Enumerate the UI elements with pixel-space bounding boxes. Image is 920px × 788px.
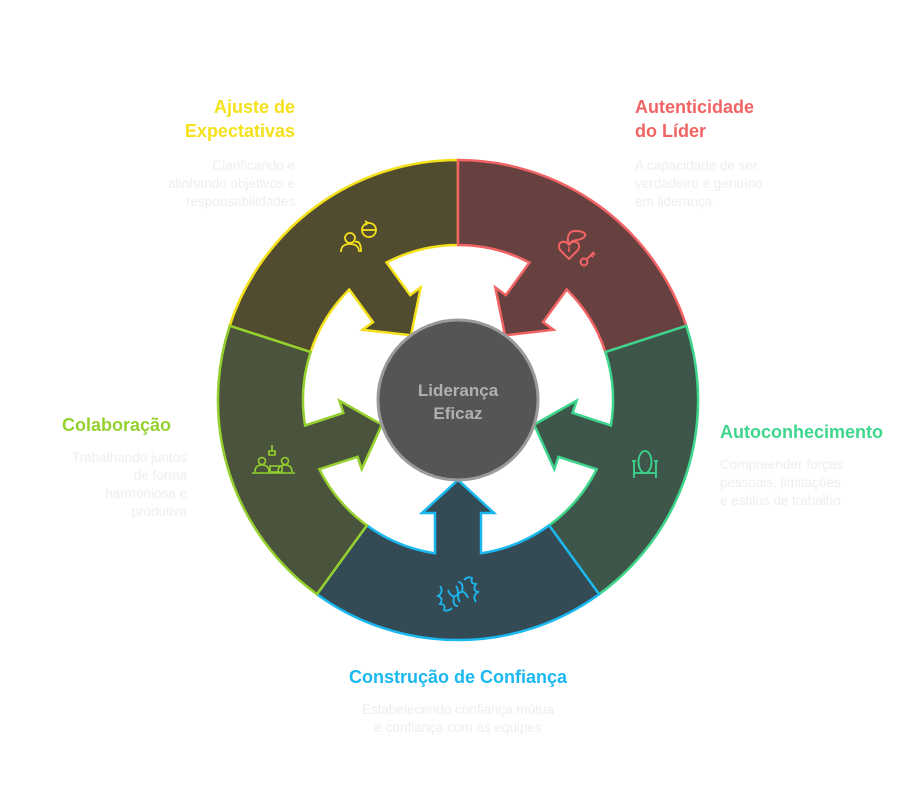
- label-ajuste-de-expectativas: Ajuste de Expectativas Clarificando e al…: [120, 95, 295, 211]
- segment-description: Compreender forças pessoais, limitações …: [720, 456, 920, 510]
- label-autenticidade-do-lider: Autenticidade do Líder A capacidade de s…: [635, 95, 835, 211]
- segment-description: A capacidade de ser verdadeiro e genuíno…: [635, 157, 835, 211]
- segment-construcao: [315, 478, 601, 642]
- team-meeting-icon: [252, 445, 295, 474]
- person-with-rotating-goal-icon: [340, 220, 377, 253]
- description-line: em liderança: [635, 194, 713, 209]
- title-line: do Líder: [635, 121, 706, 141]
- title-line: Colaboração: [62, 415, 172, 435]
- label-colaboracao: Colaboração Trabalhando juntos de forma …: [30, 413, 187, 521]
- title-line: Expectativas: [184, 121, 295, 141]
- title-line: Autenticidade: [635, 97, 755, 117]
- segment-description: Estabelecendo confiança mútua e confianç…: [300, 701, 616, 737]
- description-line: e confiança com as equipes: [374, 720, 542, 735]
- center-circle: [376, 318, 540, 482]
- description-line: pessoais, limitações: [720, 475, 841, 490]
- label-autoconhecimento: Autoconhecimento Compreender forças pess…: [720, 420, 920, 510]
- description-line: Trabalhando juntos: [71, 450, 187, 465]
- segment-title: Autoconhecimento: [720, 420, 920, 444]
- segment-title: Ajuste de Expectativas: [120, 95, 295, 143]
- description-line: e estilos de trabalho: [720, 493, 841, 508]
- title-line: Autoconhecimento: [720, 422, 884, 442]
- description-line: verdadeiro e genuíno: [635, 176, 763, 191]
- description-line: Clarificando e: [212, 158, 295, 173]
- description-line: responsabilidades: [186, 194, 295, 209]
- segment-colaboracao: [216, 324, 384, 596]
- segment-description: Clarificando e alinhando objetivos e res…: [120, 157, 295, 211]
- description-line: Estabelecendo confiança mútua: [361, 702, 555, 717]
- description-line: A capacidade de ser: [635, 158, 758, 173]
- center-title-line1: Liderança: [418, 381, 499, 400]
- heart-lock-key-icon: [557, 229, 596, 267]
- standing-mirror-icon: [632, 450, 658, 478]
- description-line: de forma: [133, 468, 187, 483]
- segment-title: Autenticidade do Líder: [635, 95, 835, 143]
- description-line: harmoniosa e: [105, 486, 187, 501]
- segment-title: Construção de Confiança: [300, 665, 616, 689]
- segment-description: Trabalhando juntos de forma harmoniosa e…: [30, 449, 187, 521]
- handshake-icon: [435, 576, 481, 612]
- description-line: produtiva: [131, 504, 187, 519]
- segment-title: Colaboração: [30, 413, 187, 437]
- label-construcao-de-confianca: Construção de Confiança Estabelecendo co…: [300, 665, 616, 737]
- title-line: Construção de Confiança: [348, 667, 568, 687]
- description-line: Compreender forças: [720, 457, 844, 472]
- description-line: alinhando objetivos e: [168, 176, 295, 191]
- center-title-line2: Eficaz: [433, 404, 482, 423]
- center-hub: Liderança Eficaz: [376, 318, 540, 482]
- title-line: Ajuste de: [213, 97, 295, 117]
